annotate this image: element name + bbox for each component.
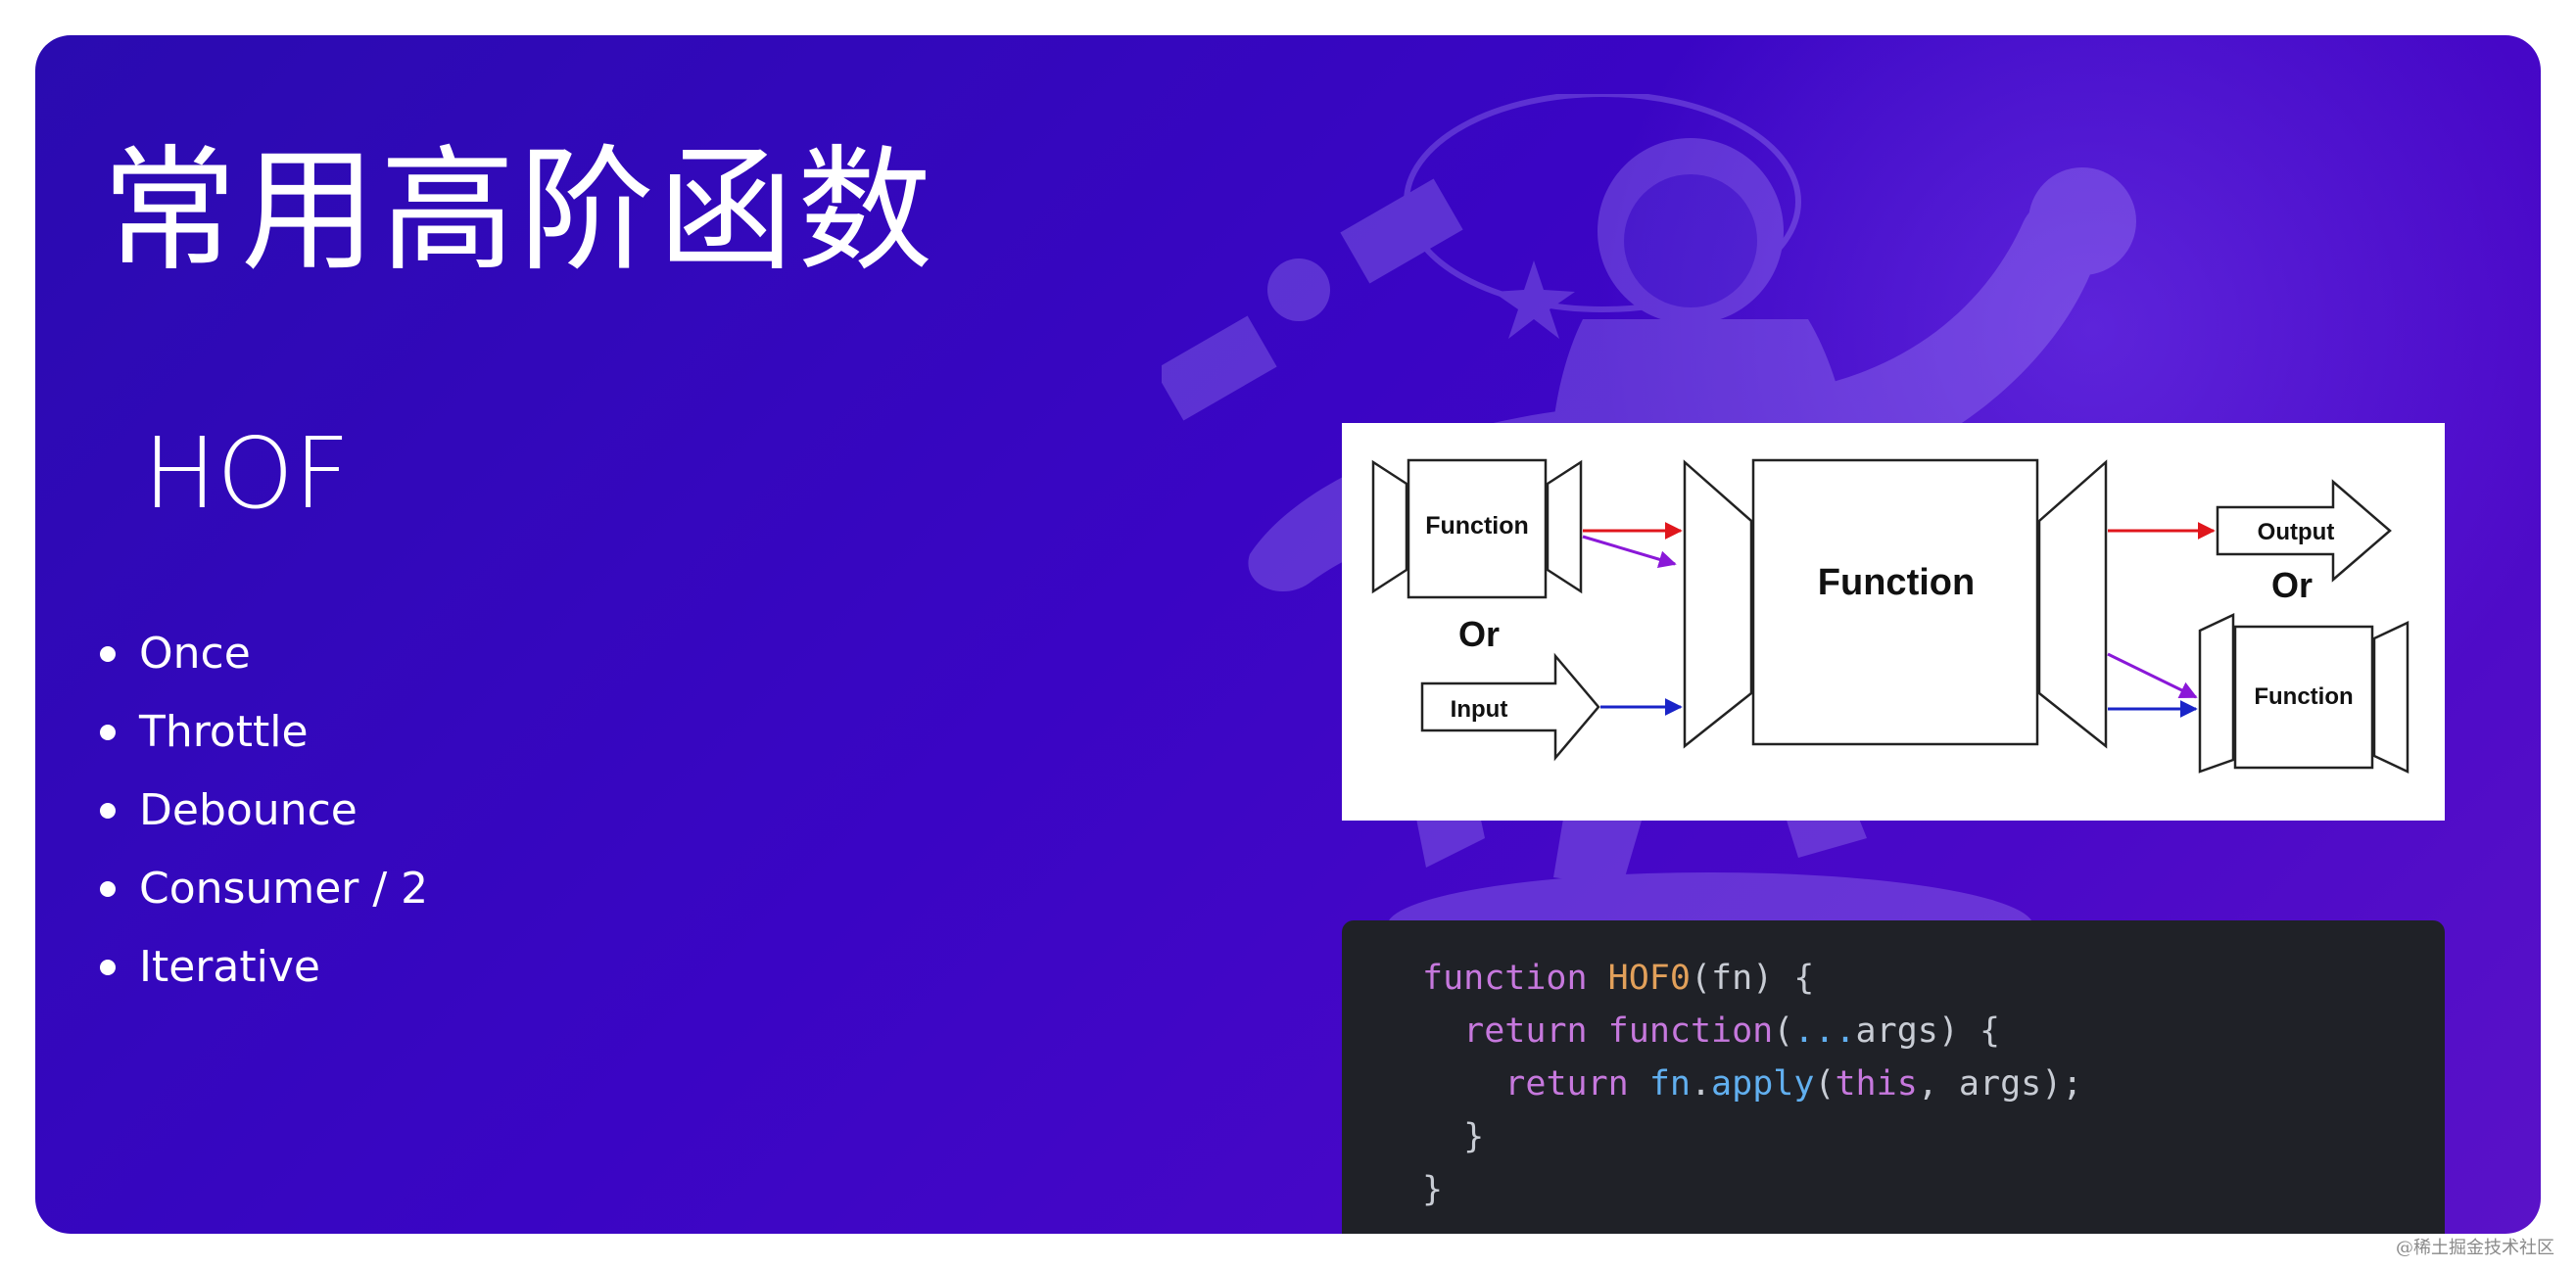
code-method: apply [1711,1064,1815,1104]
input-arrow-shape [1420,652,1600,762]
left-function-label: Function [1425,512,1529,540]
center-funnel-in [1683,459,1753,749]
list-item-label: Once [139,629,251,679]
bullet-icon [100,803,116,819]
list-item: Iterative [94,928,428,1007]
list-item: Once [94,615,428,693]
output-arrow-shape [2216,479,2392,583]
list-item-label: Consumer / 2 [139,864,429,914]
center-function-box [1751,458,2039,746]
output-label: Output [2258,519,2335,545]
code-text: } [1463,1117,1485,1156]
watermark: @稀土掘金技术社区 [2396,1238,2554,1258]
left-function-box [1407,458,1548,599]
page-title: 常用高阶函数 [102,132,937,290]
code-line: return fn.apply(this, args); [1504,1064,2083,1104]
list-item: Consumer / 2 [94,850,428,928]
right-function-label: Function [2254,683,2353,710]
right-funnel-out [2372,621,2409,774]
left-or-label: Or [1458,614,1500,654]
code-line: return function(...args) { [1463,1011,2001,1051]
right-or-label: Or [2271,565,2313,605]
code-text: (fn) { [1690,959,1815,998]
list-item: Throttle [94,693,428,772]
list-item: Debounce [94,772,428,850]
code-keyword: function [1607,1011,1774,1051]
arrow-left-to-center-purple [1582,535,1677,569]
center-funnel-out [2037,459,2108,749]
list-item-label: Throttle [139,707,309,757]
list-item-label: Debounce [139,785,358,835]
right-funnel-in [2198,613,2235,774]
code-text: , args); [1917,1064,2083,1104]
presentation-slide: 常用高阶函数 HOF Once Throttle Debounce Consum… [35,35,2541,1234]
center-function-label: Function [1818,562,1975,603]
code-text: args) { [1855,1011,2001,1051]
bullet-icon [100,725,116,740]
bullet-icon [100,646,116,662]
code-keyword: this [1835,1064,1918,1104]
code-identifier: fn [1648,1064,1691,1104]
bullet-icon [100,960,116,975]
list-item-label: Iterative [139,942,320,992]
hof-diagram: Function Or Input Function Output Or Fun… [1342,423,2445,821]
section-subtitle: HOF [143,416,351,531]
code-spread: ... [1793,1011,1856,1051]
code-keyword: return [1504,1064,1629,1104]
code-keyword: function [1422,959,1588,998]
right-function-box [2233,625,2374,770]
code-keyword: return [1463,1011,1588,1051]
bullet-icon [100,881,116,897]
code-text: } [1422,1170,1444,1209]
code-block: function HOF0(fn) { return function(...a… [1342,920,2445,1234]
hof-list: Once Throttle Debounce Consumer / 2 Iter… [94,615,428,1007]
arrow-center-to-function-purple [2107,652,2198,699]
code-function-name: HOF0 [1607,959,1691,998]
left-funnel-out [1546,459,1583,594]
left-funnel-in [1371,459,1408,594]
code-line: } [1422,1110,1484,1163]
code-line: } [1422,1163,1443,1216]
input-label: Input [1451,696,1508,723]
code-line: function HOF0(fn) { [1422,952,1814,1005]
